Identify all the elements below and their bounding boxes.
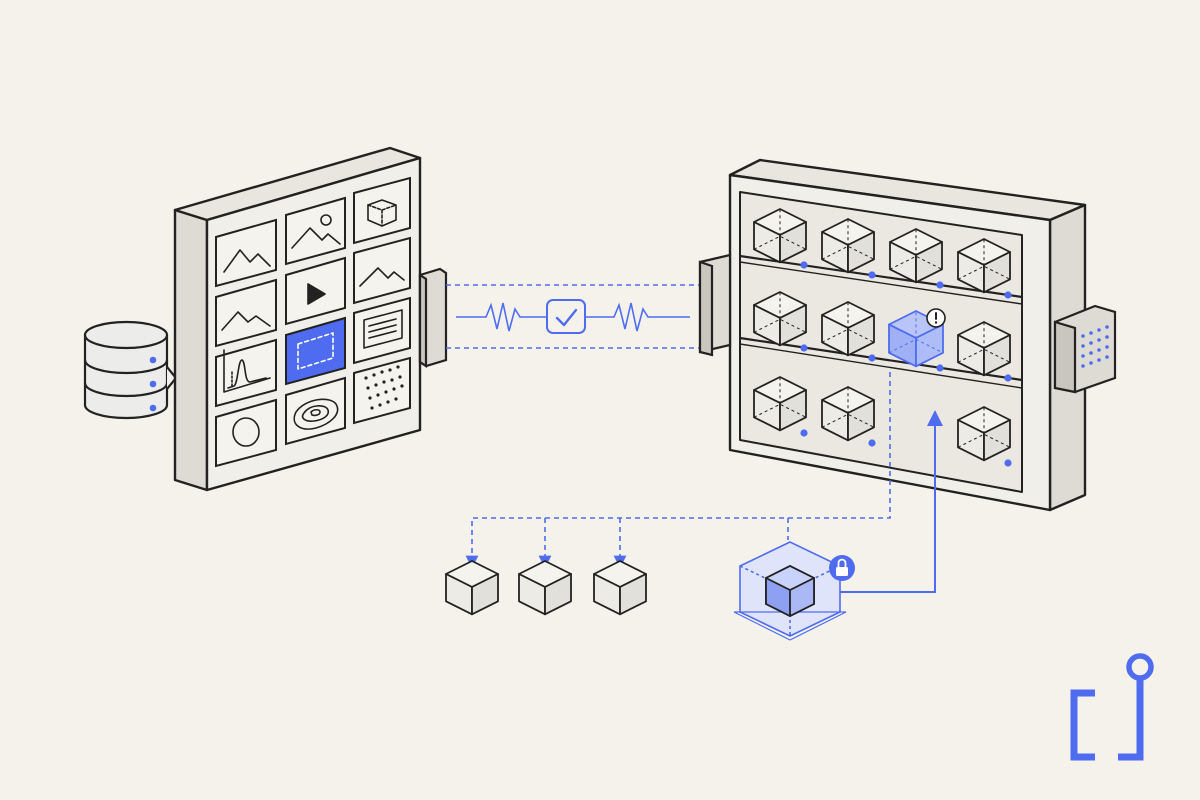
tile-10	[215, 398, 277, 468]
rack-cube-icon	[957, 406, 1011, 462]
output-cube-icon	[593, 560, 647, 616]
rack-cube-icon	[821, 386, 875, 442]
contour-icon	[293, 398, 339, 430]
tile-12	[353, 356, 411, 425]
rack-connector	[698, 253, 732, 357]
flagged-cube	[888, 308, 946, 368]
transfer-link	[446, 284, 700, 349]
status-dot	[868, 271, 876, 279]
selection-box-icon	[297, 332, 334, 370]
status-dot	[868, 439, 876, 447]
mountain-icon	[223, 249, 271, 273]
database-record-dot	[149, 380, 157, 388]
wireframe-cube-icon	[367, 199, 397, 227]
rack-cube-icon	[753, 376, 807, 432]
rack-cube-icon	[821, 218, 875, 274]
tile-2	[285, 196, 346, 266]
database-record-dot	[149, 404, 157, 412]
tile-1	[215, 218, 277, 288]
status-dot	[800, 344, 808, 352]
source-connector	[418, 267, 448, 369]
rack-cube-icon	[753, 291, 807, 347]
status-dot	[868, 354, 876, 362]
checkmark-badge	[546, 299, 586, 334]
status-dot	[1004, 291, 1012, 299]
circle-icon	[232, 417, 260, 447]
bracket-pin-logo-icon	[1070, 653, 1154, 761]
output-cubes	[445, 560, 647, 616]
point-cloud-icon	[364, 365, 404, 410]
mountain-icon	[221, 311, 271, 331]
database-record-dot	[149, 356, 157, 364]
mountain-icon	[359, 267, 405, 287]
status-dot	[1004, 374, 1012, 382]
rack-cube-icon	[753, 208, 807, 264]
signal-plot-icon	[223, 349, 271, 393]
rack-cube-icon	[957, 238, 1011, 294]
lock-icon	[829, 555, 855, 581]
output-connectors	[465, 372, 891, 569]
status-dot	[936, 364, 944, 372]
tile-4	[215, 278, 277, 348]
rack-cube-icon	[889, 228, 943, 284]
play-icon	[307, 283, 326, 305]
tile-6	[353, 236, 411, 305]
checkmark-icon	[555, 308, 578, 327]
output-cube-icon	[518, 560, 572, 616]
image-icon	[291, 214, 341, 249]
secured-cube	[733, 541, 855, 641]
database-icon	[83, 320, 178, 420]
rack-cubes	[753, 208, 1012, 467]
vent-grid-icon	[1053, 304, 1117, 394]
status-dot	[800, 261, 808, 269]
status-dot	[1004, 459, 1012, 467]
source-panel-side	[173, 208, 209, 492]
rack-cube-icon	[821, 301, 875, 357]
output-cube-icon	[445, 560, 499, 616]
secure-return-arrow	[840, 410, 943, 593]
rack-cube-icon	[957, 321, 1011, 377]
status-dot	[800, 429, 808, 437]
text-document-icon	[363, 309, 403, 349]
status-dot	[936, 281, 944, 289]
